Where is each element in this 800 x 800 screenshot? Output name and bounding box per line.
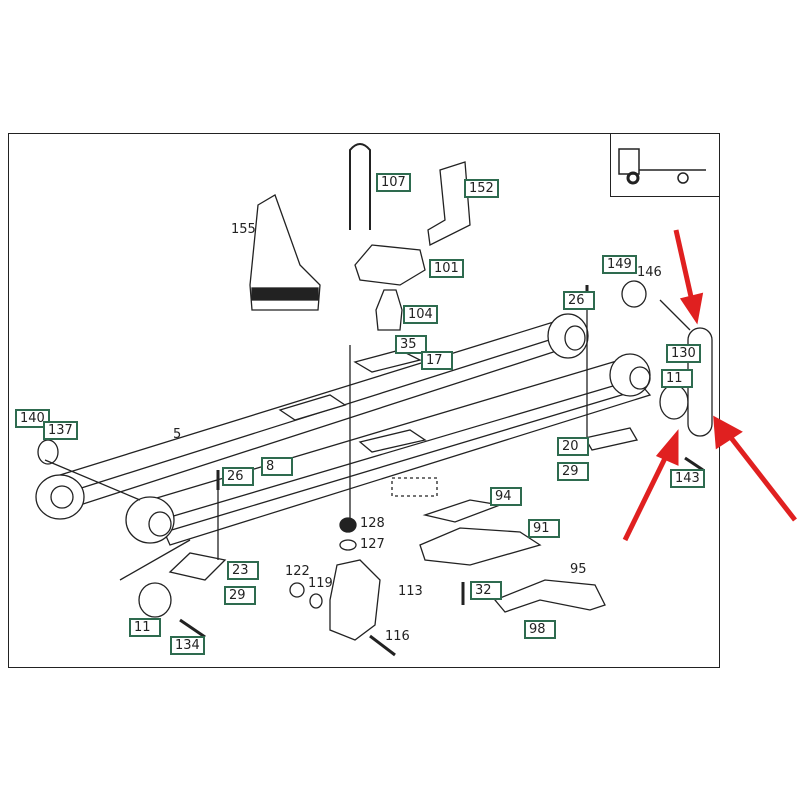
part-label: 152 bbox=[464, 179, 499, 198]
part-label: 137 bbox=[43, 421, 78, 440]
part-label: 95 bbox=[570, 562, 587, 577]
bump-128 bbox=[339, 517, 357, 533]
pad-94 bbox=[422, 499, 503, 523]
rubber-bushing-11 bbox=[138, 582, 172, 618]
bracket-95 bbox=[493, 579, 606, 613]
part-label: 17 bbox=[421, 351, 453, 370]
bracket-155 bbox=[249, 194, 321, 311]
bump-stop-104 bbox=[375, 289, 403, 331]
part-label: 140 bbox=[15, 409, 50, 428]
plate-upper bbox=[278, 394, 347, 421]
part-label: 11 bbox=[129, 618, 161, 637]
part-label: 128 bbox=[360, 516, 385, 531]
bushing-146 bbox=[621, 280, 647, 308]
part-label: 35 bbox=[395, 335, 427, 354]
part-label: 130 bbox=[666, 344, 701, 363]
pad-23 bbox=[168, 552, 227, 581]
diagram-frame bbox=[8, 133, 720, 668]
part-label: 29 bbox=[224, 586, 256, 605]
rubber-bushing-11-rear bbox=[659, 384, 689, 420]
leader-lines bbox=[44, 299, 691, 581]
part-label: 119 bbox=[308, 576, 333, 591]
part-label: 146 bbox=[637, 265, 662, 280]
part-label: 8 bbox=[261, 457, 293, 476]
part-label: 91 bbox=[528, 519, 560, 538]
highlight-arrows bbox=[622, 229, 797, 542]
plate-lower bbox=[358, 429, 427, 453]
part-label: 98 bbox=[524, 620, 556, 639]
part-label: 155 bbox=[231, 222, 256, 237]
part-label: 116 bbox=[385, 629, 410, 644]
pad-20 bbox=[583, 427, 639, 451]
washer-127 bbox=[339, 539, 357, 551]
nut-122 bbox=[289, 582, 305, 598]
washer-119 bbox=[309, 593, 323, 609]
part-label: 143 bbox=[670, 469, 705, 488]
bolt-134 bbox=[179, 618, 206, 639]
part-label: 20 bbox=[557, 437, 589, 456]
part-label: 26 bbox=[563, 291, 595, 310]
u-bolt-107 bbox=[349, 143, 371, 230]
part-label: 104 bbox=[403, 305, 438, 324]
bolt-143 bbox=[684, 456, 704, 472]
part-label: 113 bbox=[398, 584, 423, 599]
hanger-113 bbox=[329, 559, 381, 641]
plate-91 bbox=[419, 527, 542, 566]
truck-rear-axle-icon bbox=[618, 148, 706, 185]
part-label: 5 bbox=[173, 427, 182, 442]
part-label: 94 bbox=[490, 487, 522, 506]
part-label: 26 bbox=[222, 467, 254, 486]
part-label: 134 bbox=[170, 636, 205, 655]
bushing-137 bbox=[37, 439, 59, 465]
part-label: 107 bbox=[376, 173, 411, 192]
bolt-116 bbox=[369, 634, 396, 657]
part-label: 127 bbox=[360, 537, 385, 552]
dashed-outline bbox=[391, 477, 438, 497]
part-label: 32 bbox=[470, 581, 502, 600]
part-label: 122 bbox=[285, 564, 310, 579]
part-label: 23 bbox=[227, 561, 259, 580]
part-label: 29 bbox=[557, 462, 589, 481]
vehicle-locator-inset bbox=[610, 133, 720, 197]
leaf-spring-lower bbox=[125, 353, 652, 546]
clamp-101 bbox=[354, 244, 426, 286]
part-label: 149 bbox=[602, 255, 637, 274]
part-label: 11 bbox=[661, 369, 693, 388]
part-label: 101 bbox=[429, 259, 464, 278]
bracket-152 bbox=[427, 161, 471, 246]
plate-17 bbox=[353, 349, 422, 373]
